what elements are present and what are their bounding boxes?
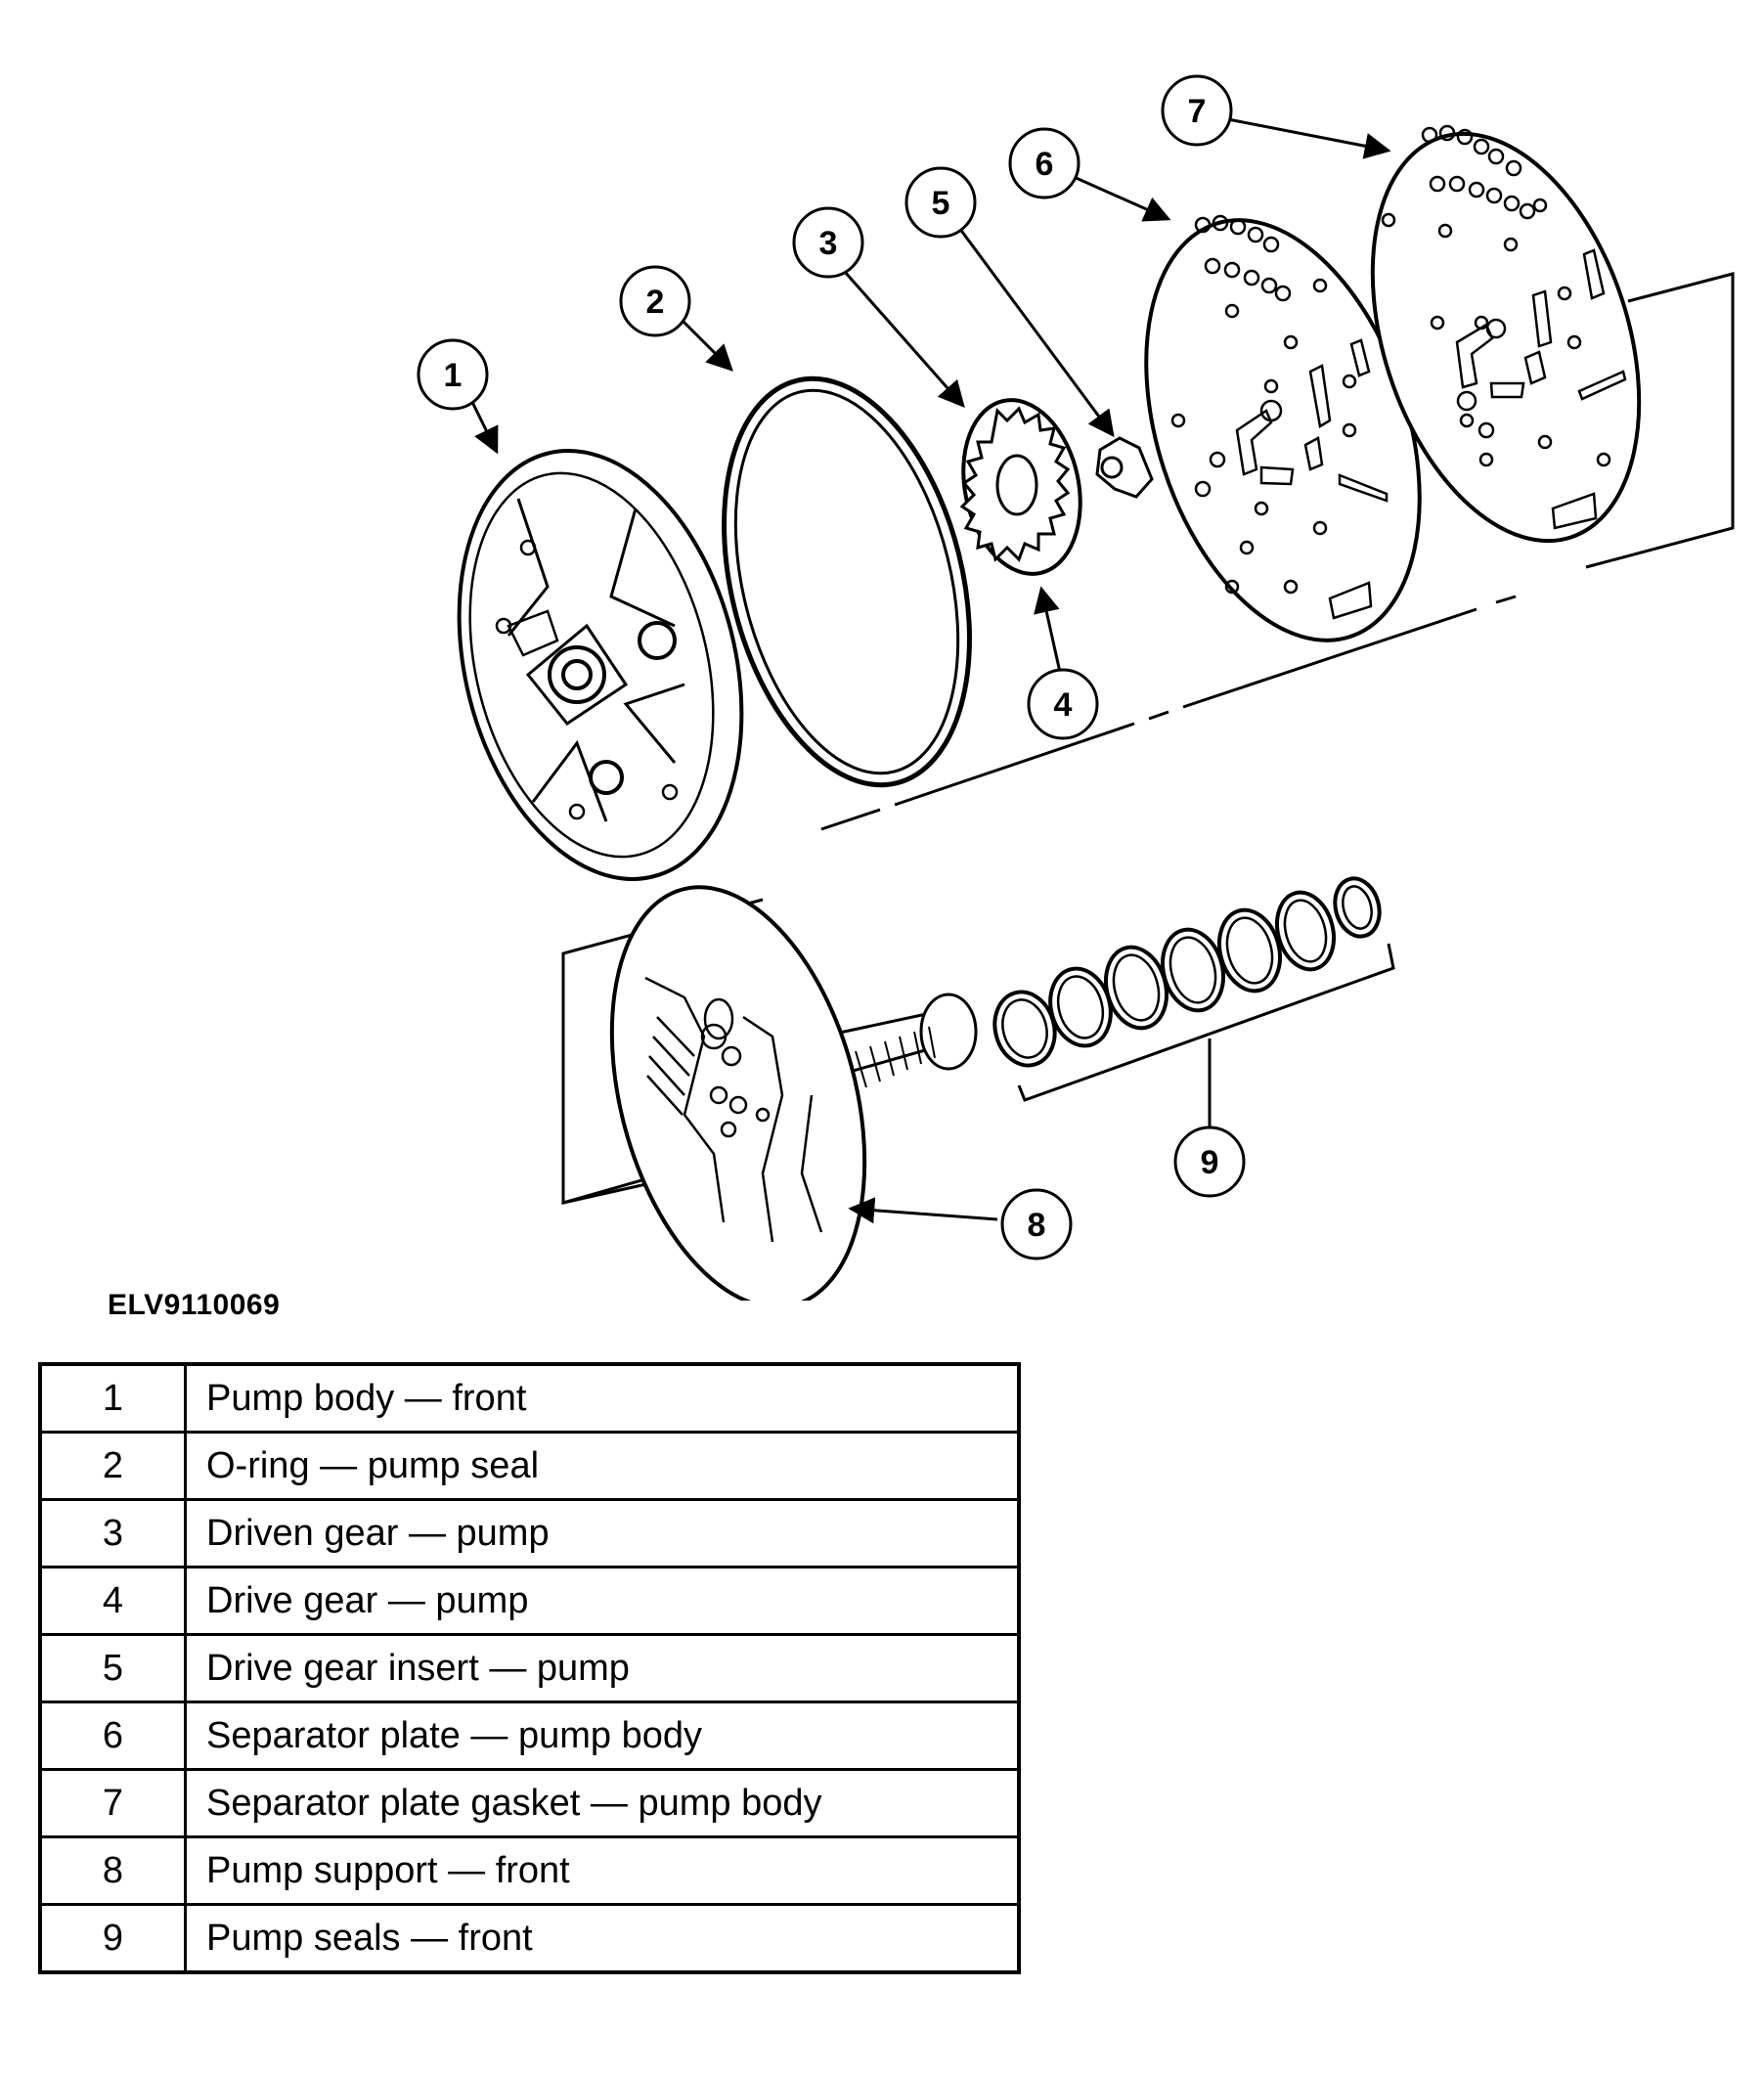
part-number: 1 [38,1362,187,1434]
svg-text:9: 9 [1201,1144,1219,1181]
part-number: 9 [38,1903,187,1974]
part-description: Separator plate — pump body [184,1701,1021,1771]
separator-plate [1144,214,1422,642]
svg-text:8: 8 [1028,1207,1046,1244]
part-description: Pump support — front [184,1835,1021,1906]
callout-6: 6 [1008,127,1080,199]
callout-3: 3 [792,206,864,279]
center-axis [820,595,1517,831]
svg-text:2: 2 [646,284,665,321]
svg-text:5: 5 [932,185,950,222]
part-number: 5 [38,1633,187,1703]
exploded-view-diagram: 1 2 3 4 5 6 7 8 9 [417,74,1735,1301]
pump-gears [959,398,1082,576]
pump-seals [992,876,1395,1102]
part-description: Pump body — front [184,1362,1021,1434]
part-description: Pump seals — front [184,1903,1021,1974]
plate-bracket [1585,272,1735,569]
callout-1: 1 [417,338,489,411]
svg-text:1: 1 [444,357,463,394]
callout-5: 5 [904,166,977,239]
part-number: 8 [38,1835,187,1906]
part-description: Separator plate gasket — pump body [184,1768,1021,1838]
part-description: Drive gear insert — pump [184,1633,1021,1703]
svg-text:6: 6 [1036,146,1054,183]
part-description: O-ring — pump seal [184,1431,1021,1501]
callout-markers: 1 2 3 4 5 6 7 8 9 [417,74,1246,1260]
pump-body-front [457,449,744,881]
callout-leaders [467,117,1391,1224]
part-number: 3 [38,1498,187,1568]
pump-support-front [609,885,978,1301]
part-description: Driven gear — pump [184,1498,1021,1568]
callout-2: 2 [619,265,691,337]
svg-text:7: 7 [1188,93,1207,130]
svg-text:4: 4 [1054,686,1073,724]
callout-8: 8 [1000,1188,1073,1260]
part-number: 4 [38,1566,187,1636]
part-number: 7 [38,1768,187,1838]
callout-9: 9 [1173,1126,1246,1198]
part-number: 2 [38,1431,187,1501]
part-description: Drive gear — pump [184,1566,1021,1636]
drive-gear-insert [1095,436,1154,499]
separator-plate-gasket [1370,124,1642,544]
callout-7: 7 [1161,74,1233,147]
part-number: 6 [38,1701,187,1771]
svg-text:3: 3 [819,225,838,262]
figure-id: ELV9110069 [108,1289,281,1321]
o-ring-pump-seal [722,375,972,788]
callout-4: 4 [1027,668,1099,740]
